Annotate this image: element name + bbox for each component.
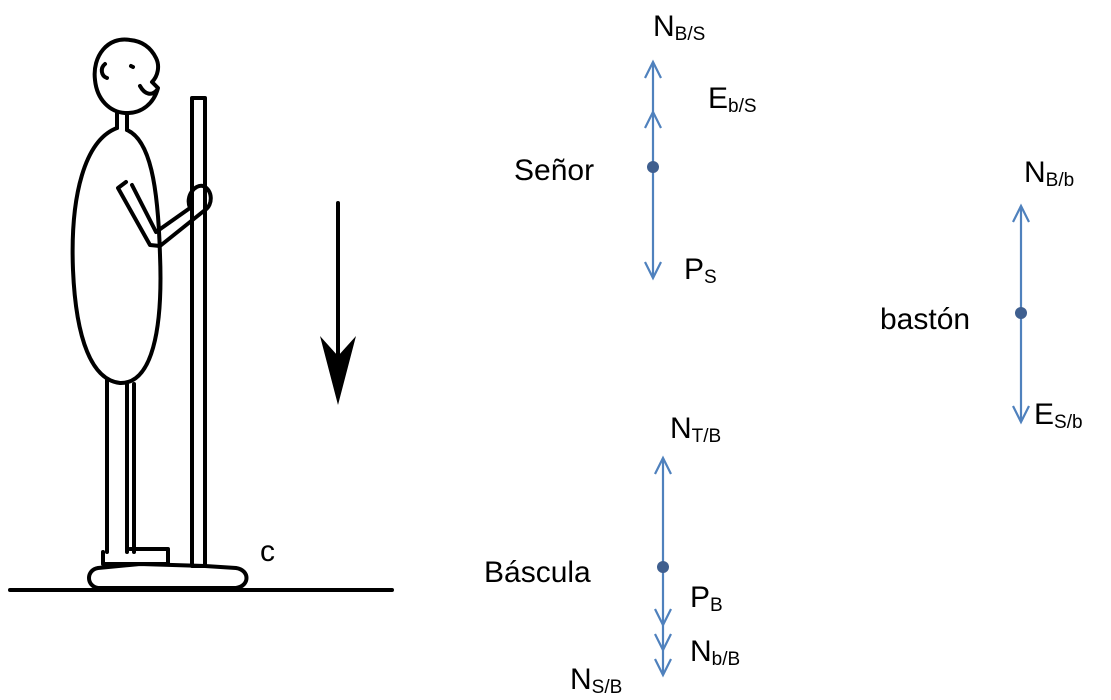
body-label-bascula: Báscula bbox=[484, 556, 591, 589]
baston-arrow-N-B-b-icon bbox=[1012, 203, 1030, 223]
cane bbox=[190, 96, 207, 568]
body-label-senor: Señor bbox=[514, 154, 595, 187]
force-label-E-b-S: Eb/S bbox=[708, 82, 757, 117]
man-neck bbox=[115, 111, 129, 132]
bascula-arrow-P-B-icon bbox=[654, 608, 672, 628]
scale-platform bbox=[87, 562, 249, 590]
force-label-N-B-S: NB/S bbox=[653, 10, 706, 45]
man-arm bbox=[116, 180, 213, 248]
point-c-label: c bbox=[260, 535, 275, 568]
body-label-baston: bastón bbox=[880, 303, 971, 336]
senor-arrow-P-S-icon bbox=[644, 261, 662, 281]
bascula-arrow-N-b-B-icon bbox=[654, 633, 672, 653]
senor-arrow-E-b-S-icon bbox=[644, 109, 662, 129]
man-with-cane-drawing bbox=[8, 37, 394, 592]
bascula-arrow-N-S-B-icon bbox=[654, 658, 672, 678]
bascula-arrow-N-T-B-icon bbox=[654, 455, 672, 475]
force-label-N-T-B: NT/B bbox=[670, 412, 722, 447]
down-arrow-head-icon bbox=[320, 336, 356, 405]
force-label-N-B-b: NB/b bbox=[1024, 156, 1075, 191]
baston-point bbox=[1015, 307, 1027, 319]
senor-arrow-N-B-S-icon bbox=[644, 59, 662, 79]
senor-point bbox=[647, 161, 659, 173]
force-label-N-S-B: NS/B bbox=[570, 663, 623, 698]
man-leg-left bbox=[105, 378, 129, 554]
baston-arrow-E-S-b-icon bbox=[1012, 405, 1030, 425]
bascula-point bbox=[657, 561, 669, 573]
man-head bbox=[92, 37, 161, 116]
force-label-E-S-b: ES/b bbox=[1034, 398, 1083, 433]
force-label-N-b-B: Nb/B bbox=[690, 635, 741, 670]
force-label-P-B: PB bbox=[690, 581, 723, 616]
force-vectors bbox=[644, 59, 1030, 678]
man-body bbox=[70, 126, 163, 386]
force-label-P-S: PS bbox=[684, 253, 717, 288]
